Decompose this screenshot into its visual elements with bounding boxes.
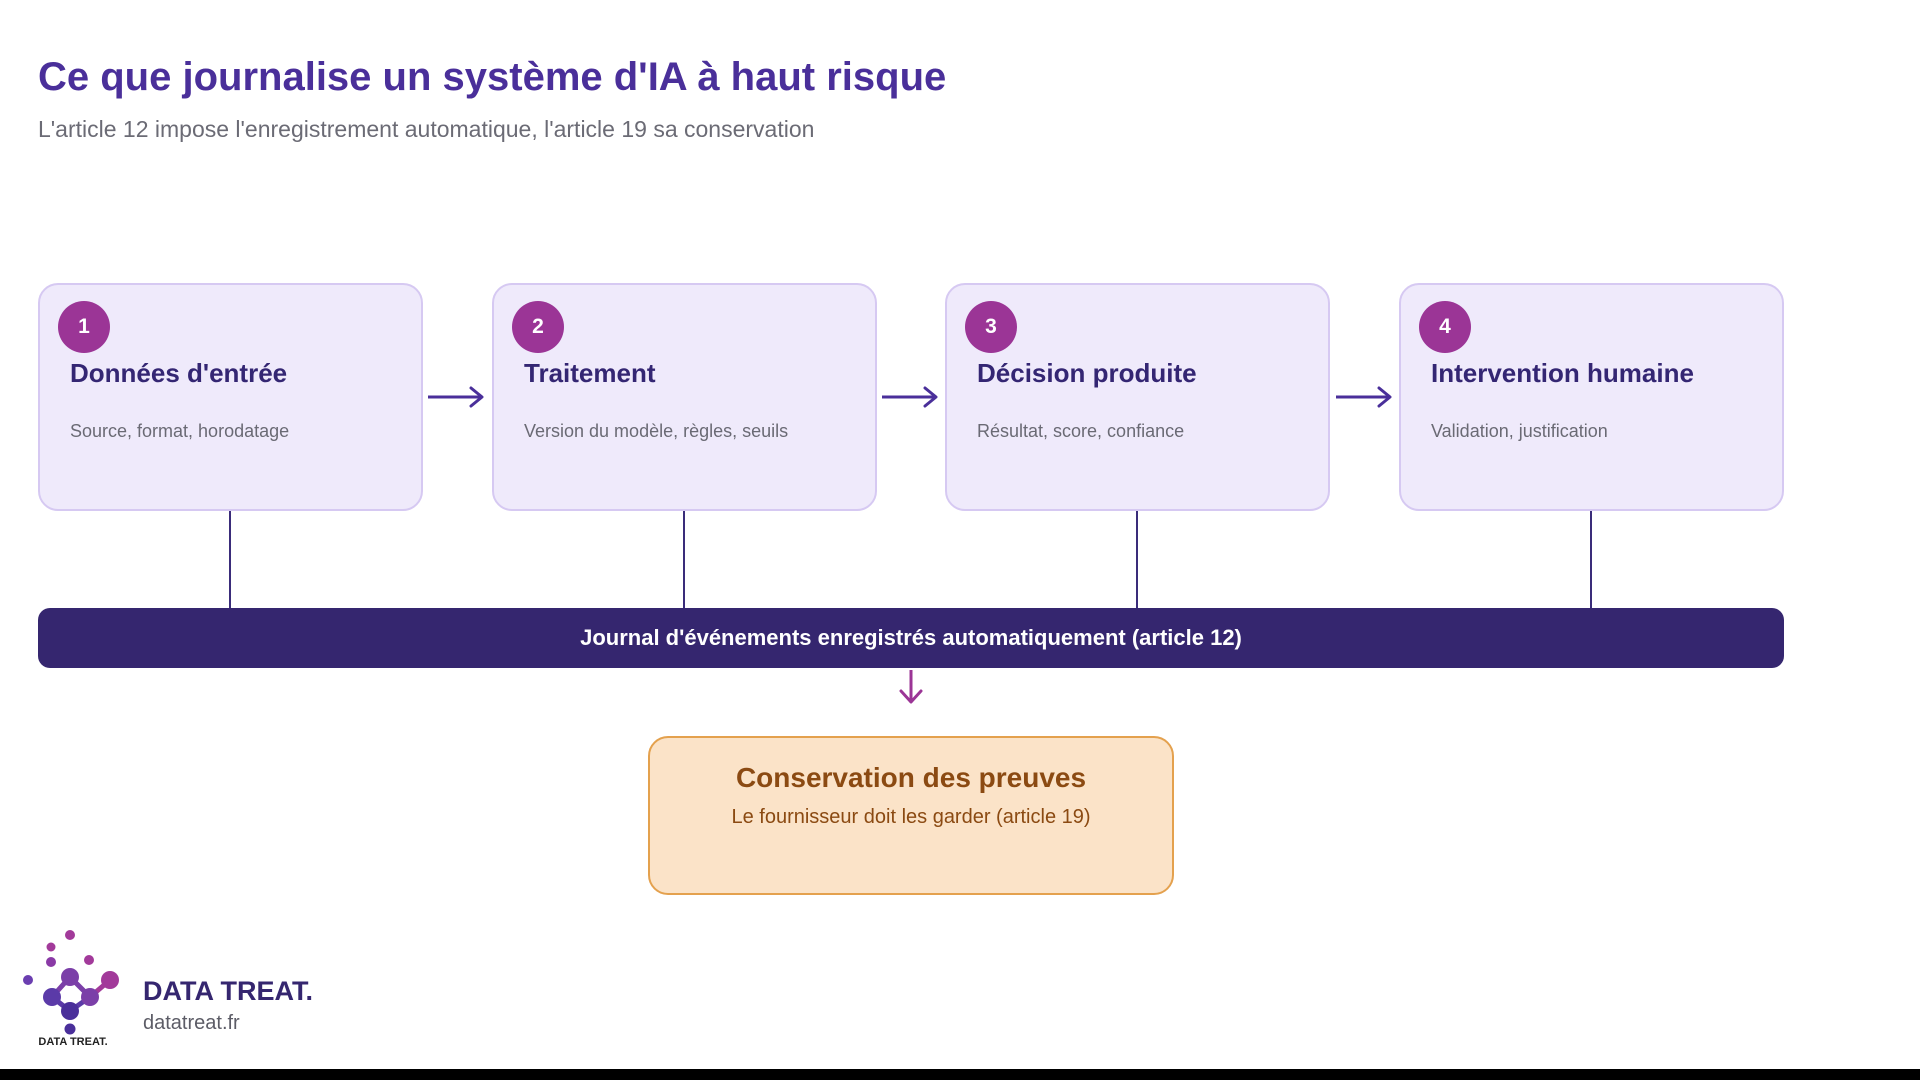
- page-subtitle: L'article 12 impose l'enregistrement aut…: [38, 116, 815, 142]
- connector-line: [683, 511, 685, 609]
- data-treat-logo-icon: DATA TREAT.: [23, 930, 119, 1048]
- step-title: Traitement: [524, 358, 656, 388]
- step-number-badge: 1: [58, 301, 110, 353]
- page-title: Ce que journalise un système d'IA à haut…: [38, 55, 947, 99]
- arrow-down-icon: [899, 670, 923, 704]
- event-journal-bar: Journal d'événements enregistrés automat…: [38, 608, 1784, 668]
- logo-wordmark: DATA TREAT.: [38, 1036, 107, 1048]
- step-number-badge: 3: [965, 301, 1017, 353]
- step-card-donnees-entree: 1 Données d'entrée Source, format, horod…: [38, 283, 423, 511]
- brand-name: DATA TREAT.: [143, 976, 313, 1006]
- step-title: Données d'entrée: [70, 358, 288, 388]
- step-description: Résultat, score, confiance: [977, 421, 1185, 441]
- step-title: Intervention humaine: [1431, 358, 1694, 388]
- step-card-traitement: 2 Traitement Version du modèle, règles, …: [492, 283, 877, 511]
- evidence-conservation-box: Conservation des preuves Le fournisseur …: [648, 736, 1174, 895]
- arrow-right-icon: [882, 386, 938, 408]
- bottom-edge-bar: [0, 1069, 1920, 1080]
- connector-line: [1590, 511, 1592, 609]
- step-number-badge: 2: [512, 301, 564, 353]
- step-description: Version du modèle, règles, seuils: [524, 421, 789, 441]
- connector-line: [229, 511, 231, 609]
- connector-line: [1136, 511, 1138, 609]
- step-description: Source, format, horodatage: [70, 421, 290, 441]
- step-card-intervention-humaine: 4 Intervention humaine Validation, justi…: [1399, 283, 1784, 511]
- step-title: Décision produite: [977, 358, 1197, 388]
- arrow-right-icon: [1336, 386, 1392, 408]
- step-description: Validation, justification: [1431, 421, 1608, 441]
- brand-url: datatreat.fr: [143, 1012, 240, 1034]
- step-card-decision-produite: 3 Décision produite Résultat, score, con…: [945, 283, 1330, 511]
- arrow-right-icon: [428, 386, 484, 408]
- step-number-badge: 4: [1419, 301, 1471, 353]
- conservation-title: Conservation des preuves: [735, 762, 1087, 793]
- conservation-description: Le fournisseur doit les garder (article …: [731, 806, 1091, 828]
